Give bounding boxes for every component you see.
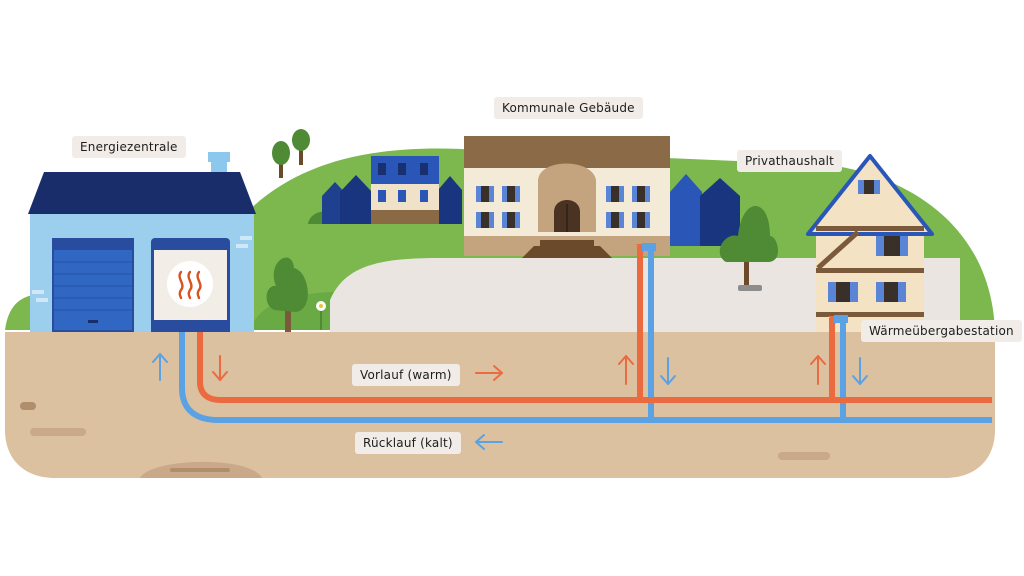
ground (5, 332, 995, 478)
label-privathaushalt: Privathaushalt (737, 150, 843, 172)
energy-center (28, 152, 256, 332)
label-waermeuebergabestation: Wärmeübergabestation (861, 320, 1022, 342)
municipal-building (464, 136, 670, 258)
arrow-icon (152, 353, 868, 450)
ground-stones (20, 402, 830, 478)
label-vorlauf: Vorlauf (warm) (352, 364, 460, 386)
private-house (806, 154, 934, 332)
trees (266, 206, 779, 332)
label-kommunale-gebaeude: Kommunale Gebäude (494, 97, 643, 119)
label-ruecklauf: Rücklauf (kalt) (355, 432, 461, 454)
road (330, 258, 960, 332)
back-houses (322, 156, 740, 246)
supply-pipe (197, 246, 992, 403)
pipe-caps (636, 243, 848, 324)
heat-waves-icon (167, 261, 213, 307)
label-energiezentrale: Energiezentrale (72, 136, 186, 158)
